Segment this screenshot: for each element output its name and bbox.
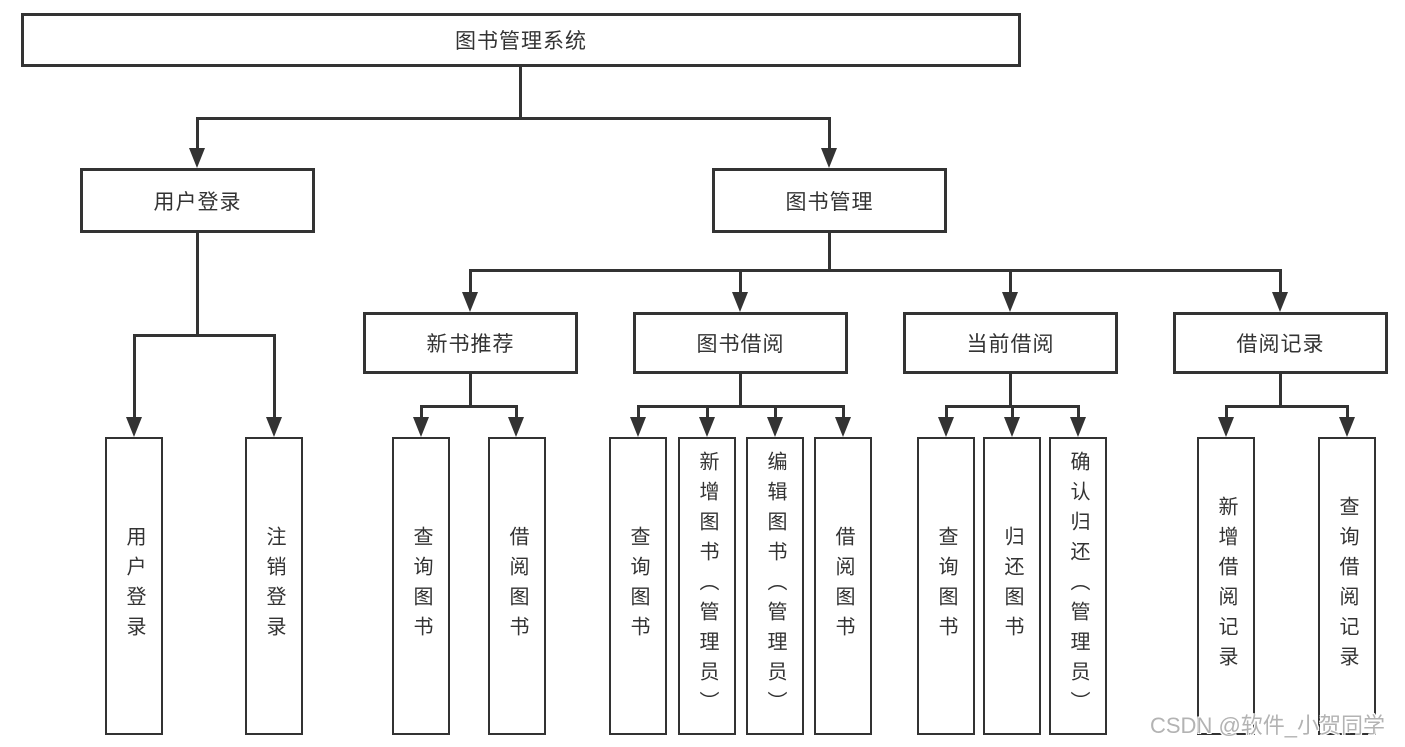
connector-line [1279, 374, 1282, 408]
leaf-records-query-record: 查询借阅记录 [1318, 437, 1376, 735]
connector-line [1346, 405, 1349, 417]
leaf-current-return-books: 归还图书 [983, 437, 1041, 735]
arrow-down-icon [462, 292, 478, 312]
leaf-current-query-books: 查询图书 [917, 437, 975, 735]
arrow-down-icon [699, 417, 715, 437]
node-book-borrow: 图书借阅 [633, 312, 848, 374]
leaf-borrow-edit-books-admin-label: 编辑图书（管理员） [764, 451, 786, 721]
leaf-recommend-query-books-label: 查询图书 [410, 526, 432, 646]
connector-line [706, 405, 709, 417]
connector-line [469, 269, 472, 292]
connector-line [273, 334, 276, 417]
connector-line [469, 269, 1282, 272]
arrow-down-icon [508, 417, 524, 437]
connector-line [774, 405, 777, 417]
arrow-down-icon [189, 148, 205, 168]
leaf-borrow-query-books-label: 查询图书 [627, 526, 649, 646]
connector-line [420, 405, 518, 408]
leaf-current-confirm-return-admin: 确认归还（管理员） [1049, 437, 1107, 735]
node-user-login: 用户登录 [80, 168, 315, 233]
connector-line [420, 405, 423, 417]
node-book-management-label: 图书管理 [785, 190, 874, 214]
connector-line [519, 66, 522, 117]
connector-line [1225, 405, 1348, 408]
arrow-down-icon [767, 417, 783, 437]
leaf-borrow-borrow-books: 借阅图书 [814, 437, 872, 735]
arrow-down-icon [732, 292, 748, 312]
leaf-borrow-query-books: 查询图书 [609, 437, 667, 735]
node-borrow-records: 借阅记录 [1173, 312, 1388, 374]
node-new-book-recommend-label: 新书推荐 [426, 333, 515, 356]
connector-line [637, 405, 640, 417]
watermark: CSDN @软件_小贺同学 [1150, 713, 1386, 738]
connector-line [133, 334, 136, 417]
leaf-logout: 注销登录 [245, 437, 303, 735]
connector-line [1225, 405, 1228, 417]
leaf-recommend-query-books: 查询图书 [392, 437, 450, 735]
leaf-borrow-edit-books-admin: 编辑图书（管理员） [746, 437, 804, 735]
connector-line [1279, 269, 1282, 292]
node-current-borrow: 当前借阅 [903, 312, 1118, 374]
node-current-borrow-label: 当前借阅 [966, 333, 1055, 356]
connector-line [133, 334, 276, 337]
node-user-login-label: 用户登录 [153, 190, 242, 214]
arrow-down-icon [835, 417, 851, 437]
arrow-down-icon [1218, 417, 1234, 437]
leaf-user-login: 用户登录 [105, 437, 163, 735]
leaf-borrow-add-books-admin: 新增图书（管理员） [678, 437, 736, 735]
leaf-current-confirm-return-admin-label: 确认归还（管理员） [1067, 451, 1089, 721]
connector-line [739, 374, 742, 408]
node-book-management: 图书管理 [712, 168, 947, 233]
node-library-system: 图书管理系统 [21, 13, 1021, 67]
arrow-down-icon [1272, 292, 1288, 312]
arrow-down-icon [1070, 417, 1086, 437]
connector-line [637, 405, 844, 408]
connector-line [945, 405, 948, 417]
node-new-book-recommend: 新书推荐 [363, 312, 578, 374]
leaf-records-query-record-label: 查询借阅记录 [1336, 496, 1358, 676]
connector-line [739, 269, 742, 292]
arrow-down-icon [266, 417, 282, 437]
leaf-borrow-borrow-books-label: 借阅图书 [832, 526, 854, 646]
connector-line [828, 117, 831, 148]
connector-line [196, 117, 199, 148]
leaf-logout-label: 注销登录 [263, 526, 285, 646]
connector-line [1077, 405, 1080, 417]
connector-line [1009, 269, 1012, 292]
connector-line [1009, 374, 1012, 408]
leaf-recommend-borrow-books: 借阅图书 [488, 437, 546, 735]
leaf-current-return-books-label: 归还图书 [1001, 526, 1023, 646]
arrow-down-icon [126, 417, 142, 437]
arrow-down-icon [1002, 292, 1018, 312]
arrow-down-icon [413, 417, 429, 437]
leaf-user-login-label: 用户登录 [123, 526, 145, 646]
arrow-down-icon [821, 148, 837, 168]
connector-line [1011, 405, 1014, 417]
leaf-borrow-add-books-admin-label: 新增图书（管理员） [696, 451, 718, 721]
node-library-system-label: 图书管理系统 [455, 30, 587, 53]
arrow-down-icon [1339, 417, 1355, 437]
connector-line [828, 233, 831, 272]
arrow-down-icon [630, 417, 646, 437]
leaf-recommend-borrow-books-label: 借阅图书 [506, 526, 528, 646]
connector-line [469, 374, 472, 408]
arrow-down-icon [1004, 417, 1020, 437]
connector-line [515, 405, 518, 417]
leaf-records-add-record-label: 新增借阅记录 [1215, 496, 1237, 676]
connector-line [196, 117, 831, 120]
leaf-records-add-record: 新增借阅记录 [1197, 437, 1255, 735]
node-borrow-records-label: 借阅记录 [1236, 333, 1325, 356]
connector-line [196, 233, 199, 337]
arrow-down-icon [938, 417, 954, 437]
connector-line [842, 405, 845, 417]
leaf-current-query-books-label: 查询图书 [935, 526, 957, 646]
node-book-borrow-label: 图书借阅 [696, 333, 785, 356]
